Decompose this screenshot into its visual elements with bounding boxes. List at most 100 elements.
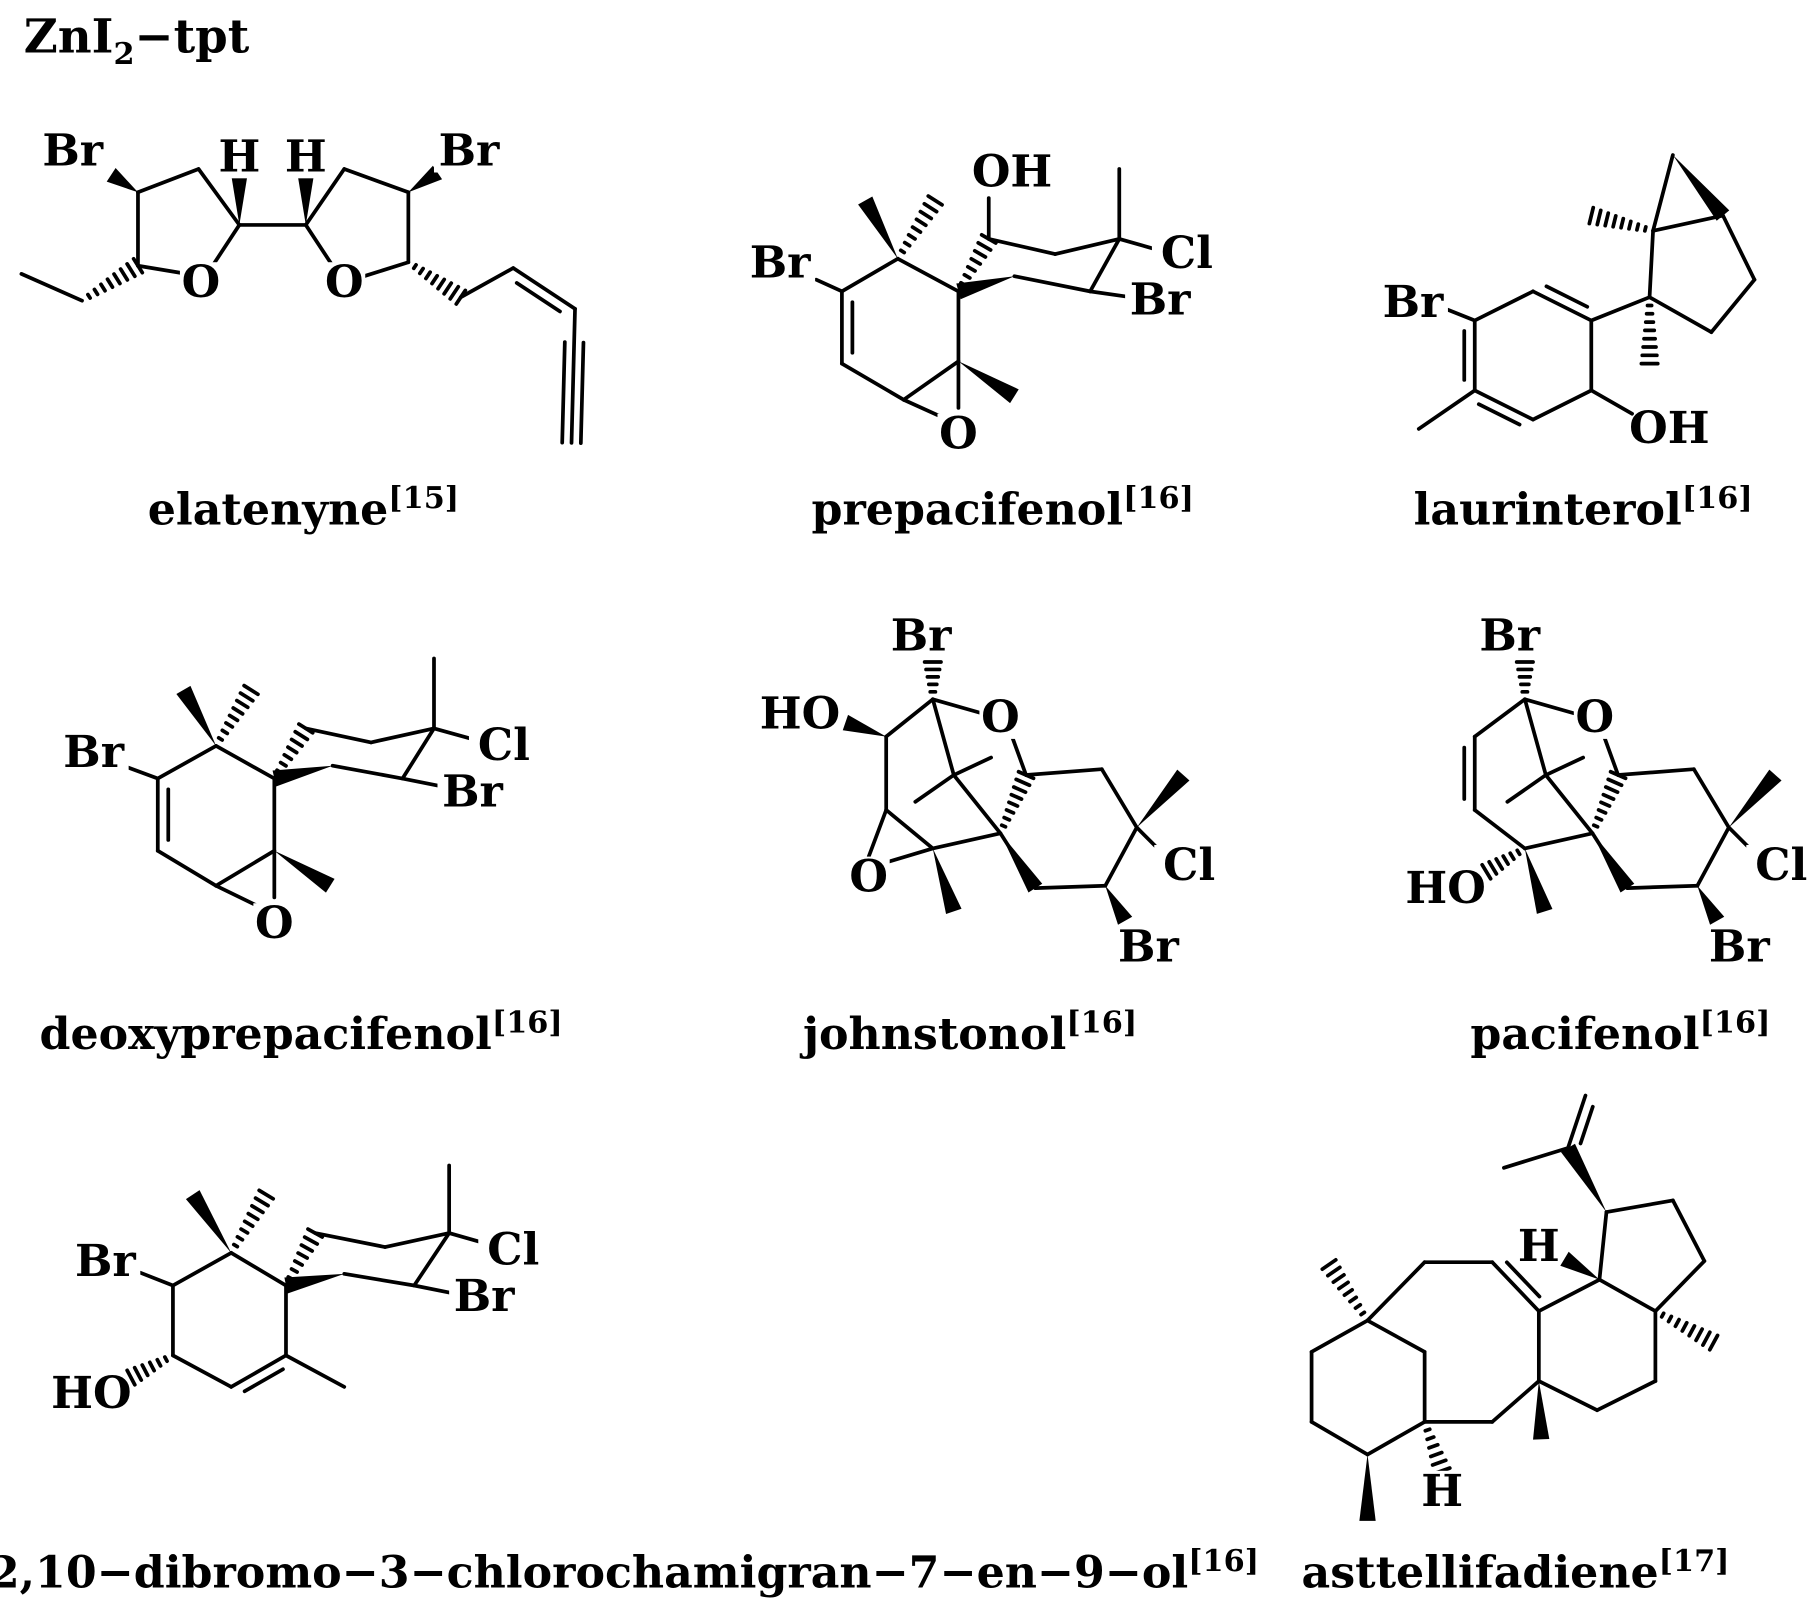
atom-label: HO (51, 1367, 131, 1419)
reference-citation: [15] (388, 481, 459, 516)
atom-label: Br (75, 1235, 136, 1287)
atom-label: Br (1130, 274, 1191, 326)
atom-label: HO (1405, 862, 1485, 914)
atom-label: O (255, 897, 294, 949)
atom-label: Br (1383, 276, 1444, 328)
label-mask (847, 856, 890, 899)
atom-label: O (939, 408, 978, 460)
atom-label: Cl (1161, 227, 1213, 279)
label-mask (284, 136, 327, 179)
atom-label: Br (439, 124, 500, 176)
structure-2-10-dibromo-3-chlorochamigran-7-en-9-ol (125, 1163, 492, 1394)
structure-prepacifenol (814, 167, 1162, 420)
atom-label: O (182, 256, 221, 308)
compound-name: johnstonol[16] (799, 1006, 1137, 1060)
reference-citation: [16] (1188, 1544, 1259, 1579)
atom-label: Br (442, 765, 503, 817)
reference-citation: [17] (1659, 1544, 1730, 1579)
label-mask (449, 1276, 520, 1319)
compound-name: asttellifadiene[17] (1302, 1544, 1730, 1598)
atom-label: OH (972, 145, 1052, 197)
label-mask (764, 693, 835, 736)
label-mask (218, 136, 261, 179)
compound-name: elatenyne[15] (148, 481, 459, 535)
atom-label: H (1421, 1465, 1463, 1517)
atom-label: Br (1118, 921, 1179, 973)
label-mask (1378, 282, 1448, 324)
structure-laurinterol (1416, 153, 1757, 431)
atom-label: Br (63, 726, 124, 778)
atom-label: Cl (478, 719, 530, 771)
structure-pacifenol (1462, 660, 1782, 925)
label-mask (323, 262, 366, 305)
atom-label: Cl (1163, 839, 1215, 891)
compound-name-text: deoxyprepacifenol (40, 1008, 492, 1060)
compound-name-text: laurinterol (1414, 483, 1682, 535)
label-mask (56, 1372, 127, 1415)
compound-name: prepacifenol[16] (812, 481, 1194, 535)
label-mask (1421, 1470, 1464, 1513)
atom-label: H (218, 130, 260, 182)
label-mask (58, 731, 129, 774)
label-mask (437, 771, 508, 814)
atom-label: Br (750, 236, 811, 288)
reference-citation: [16] (492, 1006, 563, 1041)
atom-label: O (849, 851, 888, 903)
compound-name: laurinterol[16] (1414, 481, 1753, 535)
label-mask (253, 903, 296, 946)
compound-name-text: pacifenol (1470, 1008, 1699, 1060)
label-mask (1746, 844, 1817, 887)
compound-name-text: 2,10−dibromo−3−chlorochamigran−7−en−9−ol (0, 1546, 1188, 1598)
label-mask (977, 151, 1048, 194)
atom-label: Cl (487, 1224, 539, 1276)
compound-name-text: prepacifenol (812, 483, 1124, 535)
label-mask (70, 1241, 141, 1284)
atom-label: H (285, 130, 327, 182)
label-mask (468, 724, 539, 767)
label-mask (1704, 926, 1775, 969)
label-mask (37, 130, 108, 173)
compound-name-text: johnstonol (799, 1008, 1066, 1060)
label-mask (937, 413, 980, 456)
compound-name-text: asttellifadiene (1302, 1546, 1659, 1598)
reference-citation: [16] (1700, 1006, 1771, 1041)
label-mask (979, 696, 1022, 739)
bond-layer (19, 153, 1782, 1521)
compound-name: pacifenol[16] (1470, 1006, 1770, 1060)
atom-label: OH (1629, 402, 1709, 454)
compound-name-text: elatenyne (148, 483, 389, 535)
reference-citation: [16] (1123, 481, 1194, 516)
label-mask (433, 130, 504, 173)
reference-citation: [16] (1066, 1006, 1137, 1041)
structure-johnstonol (842, 660, 1190, 925)
atom-label: Br (454, 1270, 515, 1322)
structure-elatenyne (19, 165, 586, 445)
atom-label: O (981, 691, 1020, 743)
label-mask (1517, 1226, 1560, 1269)
label-mask (745, 242, 816, 285)
atom-label: O (1576, 691, 1615, 743)
atom-label: O (325, 256, 364, 308)
atom-label: Br (1709, 921, 1770, 973)
atom-label: Cl (1755, 839, 1807, 891)
label-mask (1125, 279, 1196, 322)
label-mask (478, 1229, 549, 1272)
atom-label: Br (1479, 609, 1540, 661)
atom-label: Br (891, 609, 952, 661)
label-mask (886, 615, 957, 658)
label-mask (179, 262, 222, 305)
label-mask (1154, 844, 1225, 887)
compound-name: 2,10−dibromo−3−chlorochamigran−7−en−9−ol… (0, 1544, 1259, 1598)
reference-citation: [16] (1682, 481, 1753, 516)
label-mask (1474, 615, 1545, 658)
structure-deoxyprepacifenol (124, 656, 478, 909)
compound-name: deoxyprepacifenol[16] (40, 1006, 563, 1060)
atom-label: H (1518, 1220, 1560, 1272)
label-mask (1634, 407, 1705, 450)
structure-asttellifadiene (1309, 1093, 1720, 1521)
label-mask (1573, 696, 1616, 739)
atom-label: HO (760, 687, 840, 739)
atom-label: Br (42, 124, 103, 176)
